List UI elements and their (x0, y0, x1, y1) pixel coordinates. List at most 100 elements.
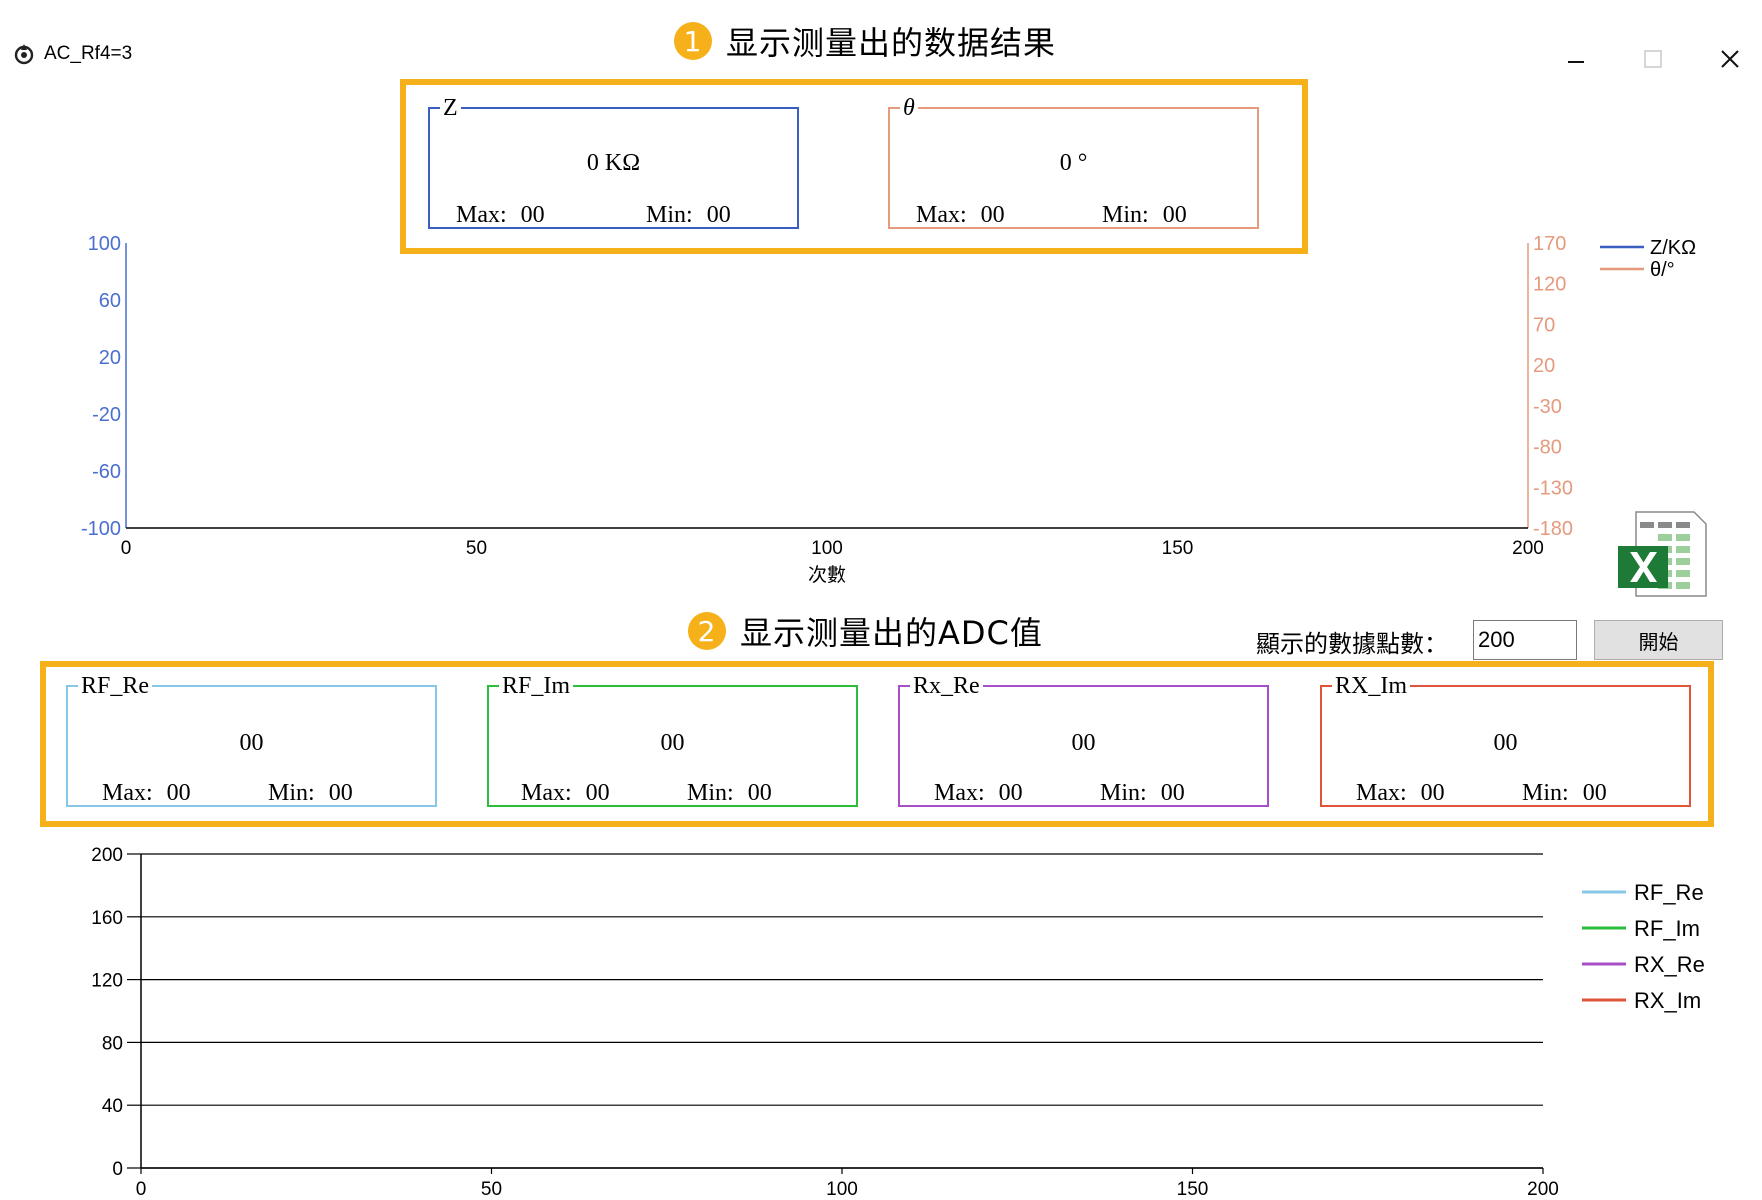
y-tick-left: -100 (81, 518, 121, 540)
x-tick: 50 (481, 1179, 502, 1200)
x-tick: 150 (1162, 538, 1194, 559)
theta-min-value: 00 (1162, 202, 1187, 228)
x-tick: 100 (811, 538, 843, 559)
x-tick: 200 (1512, 538, 1544, 559)
y-tick: 0 (112, 1159, 123, 1180)
z-max: Max:00 (456, 202, 545, 228)
adc-highlight (40, 661, 1714, 827)
rx-im-group: RX_Im 00 Max:00 Min:00 (1320, 673, 1691, 807)
rf-im-value: 00 (660, 730, 685, 756)
rf-re-value: 00 (239, 730, 264, 756)
rx-re-value: 00 (1071, 730, 1096, 756)
y-tick-right: 70 (1533, 314, 1555, 336)
y-tick-right: -30 (1533, 396, 1562, 418)
export-excel-button[interactable] (1616, 508, 1708, 600)
legend-label: θ/° (1650, 259, 1675, 281)
rf-im-min-value: 00 (747, 780, 772, 806)
x-tick: 200 (1527, 1179, 1559, 1200)
annotation-text: 显示测量出的ADC值 (740, 614, 1043, 652)
y-tick-right: -80 (1533, 437, 1562, 459)
theta-group: θ 0 ° Max:00 Min:00 (888, 95, 1259, 229)
app-icon (14, 44, 34, 65)
impedance-chart: 100 60 20 -20 -60 -100 170 120 70 20 -30 -80 -130 -18… (81, 233, 1696, 586)
rx-im-min: Min:00 (1522, 780, 1607, 806)
theta-min: Min:00 (1102, 202, 1187, 228)
rx-im-value: 00 (1493, 730, 1518, 756)
y-tick-right: -180 (1533, 518, 1573, 540)
y-tick-left: -60 (92, 461, 121, 483)
rx-re-max-value: 00 (998, 780, 1023, 806)
y-tick-left: 60 (99, 290, 121, 312)
x-tick: 150 (1177, 1179, 1209, 1200)
y-tick-right: 120 (1533, 274, 1566, 296)
y-tick-left: 20 (99, 347, 121, 369)
y-tick-right: -130 (1533, 477, 1573, 499)
results-highlight (400, 79, 1308, 254)
rf-re-group: RF_Re 00 Max:00 Min:00 (66, 674, 437, 807)
x-tick: 50 (466, 538, 487, 559)
rx-im-legend: RX_Im (1335, 673, 1407, 699)
rf-im-max-value: 00 (585, 780, 610, 806)
window-title-area: AC_Rf4=3 (12, 42, 132, 66)
z-max-value: 00 (520, 202, 545, 228)
y-tick-left: -20 (92, 404, 121, 426)
minimize-icon (1568, 61, 1584, 63)
rf-im-group: RF_Im 00 Max:00 Min:00 (487, 673, 858, 807)
annotation-results: 1 显示测量出的数据结果 (674, 18, 1056, 64)
rx-im-max: Max:00 (1356, 780, 1445, 806)
rf-im-legend: RF_Im (502, 673, 571, 699)
rx-re-min: Min:00 (1100, 780, 1185, 806)
rx-im-max-value: 00 (1420, 780, 1445, 806)
close-icon (1721, 50, 1739, 68)
rx-re-min-value: 00 (1160, 780, 1185, 806)
maximize-button[interactable] (1628, 34, 1678, 84)
annotation-badge: 2 (688, 612, 726, 650)
y-tick: 120 (91, 971, 123, 992)
z-legend: Z (443, 95, 458, 121)
legend-label: RF_Re (1634, 880, 1704, 905)
x-axis-label: 次數 (808, 564, 846, 586)
rf-re-max-value: 00 (166, 780, 191, 806)
annotation-text: 显示测量出的数据结果 (726, 24, 1057, 62)
theta-value: 0 ° (1059, 150, 1088, 176)
z-group: Z 0 KΩ Max:00 Min:00 (428, 95, 799, 229)
y-tick: 160 (91, 908, 123, 929)
z-min-value: 00 (706, 202, 731, 228)
x-tick: 0 (121, 538, 132, 559)
y-tick-right: 20 (1533, 355, 1555, 377)
legend-label: RF_Im (1634, 916, 1700, 941)
y-tick: 200 (91, 845, 123, 866)
x-tick: 0 (136, 1179, 147, 1200)
z-min: Min:00 (646, 202, 731, 228)
x-tick: 100 (826, 1179, 858, 1200)
rx-re-max: Max:00 (934, 780, 1023, 806)
theta-max-value: 00 (980, 202, 1005, 228)
legend-label: RX_Re (1634, 952, 1705, 977)
y-tick: 80 (102, 1033, 123, 1054)
theta-max: Max:00 (916, 202, 1005, 228)
rx-re-group: Rx_Re 00 Max:00 Min:00 (898, 673, 1269, 807)
y-tick-right: 170 (1533, 233, 1566, 255)
points-label: 顯示的數據點數： (1256, 630, 1448, 658)
theta-legend: θ (903, 95, 915, 121)
start-button[interactable]: 開始 (1594, 620, 1723, 660)
maximize-icon (1644, 50, 1662, 68)
legend-label: RX_Im (1634, 988, 1701, 1013)
annotation-adc: 2 显示测量出的ADC值 (688, 608, 1043, 654)
y-tick-left: 100 (88, 233, 121, 255)
y-tick: 40 (102, 1096, 123, 1117)
annotation-badge: 1 (674, 22, 712, 60)
rx-re-legend: Rx_Re (913, 673, 980, 699)
z-value: 0 KΩ (586, 150, 641, 176)
rx-im-min-value: 00 (1582, 780, 1607, 806)
rf-re-max: Max:00 (102, 780, 191, 806)
rf-im-min: Min:00 (687, 780, 772, 806)
close-button[interactable] (1705, 34, 1755, 84)
minimize-button[interactable] (1551, 34, 1601, 84)
points-input[interactable] (1473, 620, 1577, 660)
rf-re-min: Min:00 (268, 780, 353, 806)
rf-im-max: Max:00 (521, 780, 610, 806)
excel-icon (1618, 511, 1707, 597)
rf-re-min-value: 00 (328, 780, 353, 806)
